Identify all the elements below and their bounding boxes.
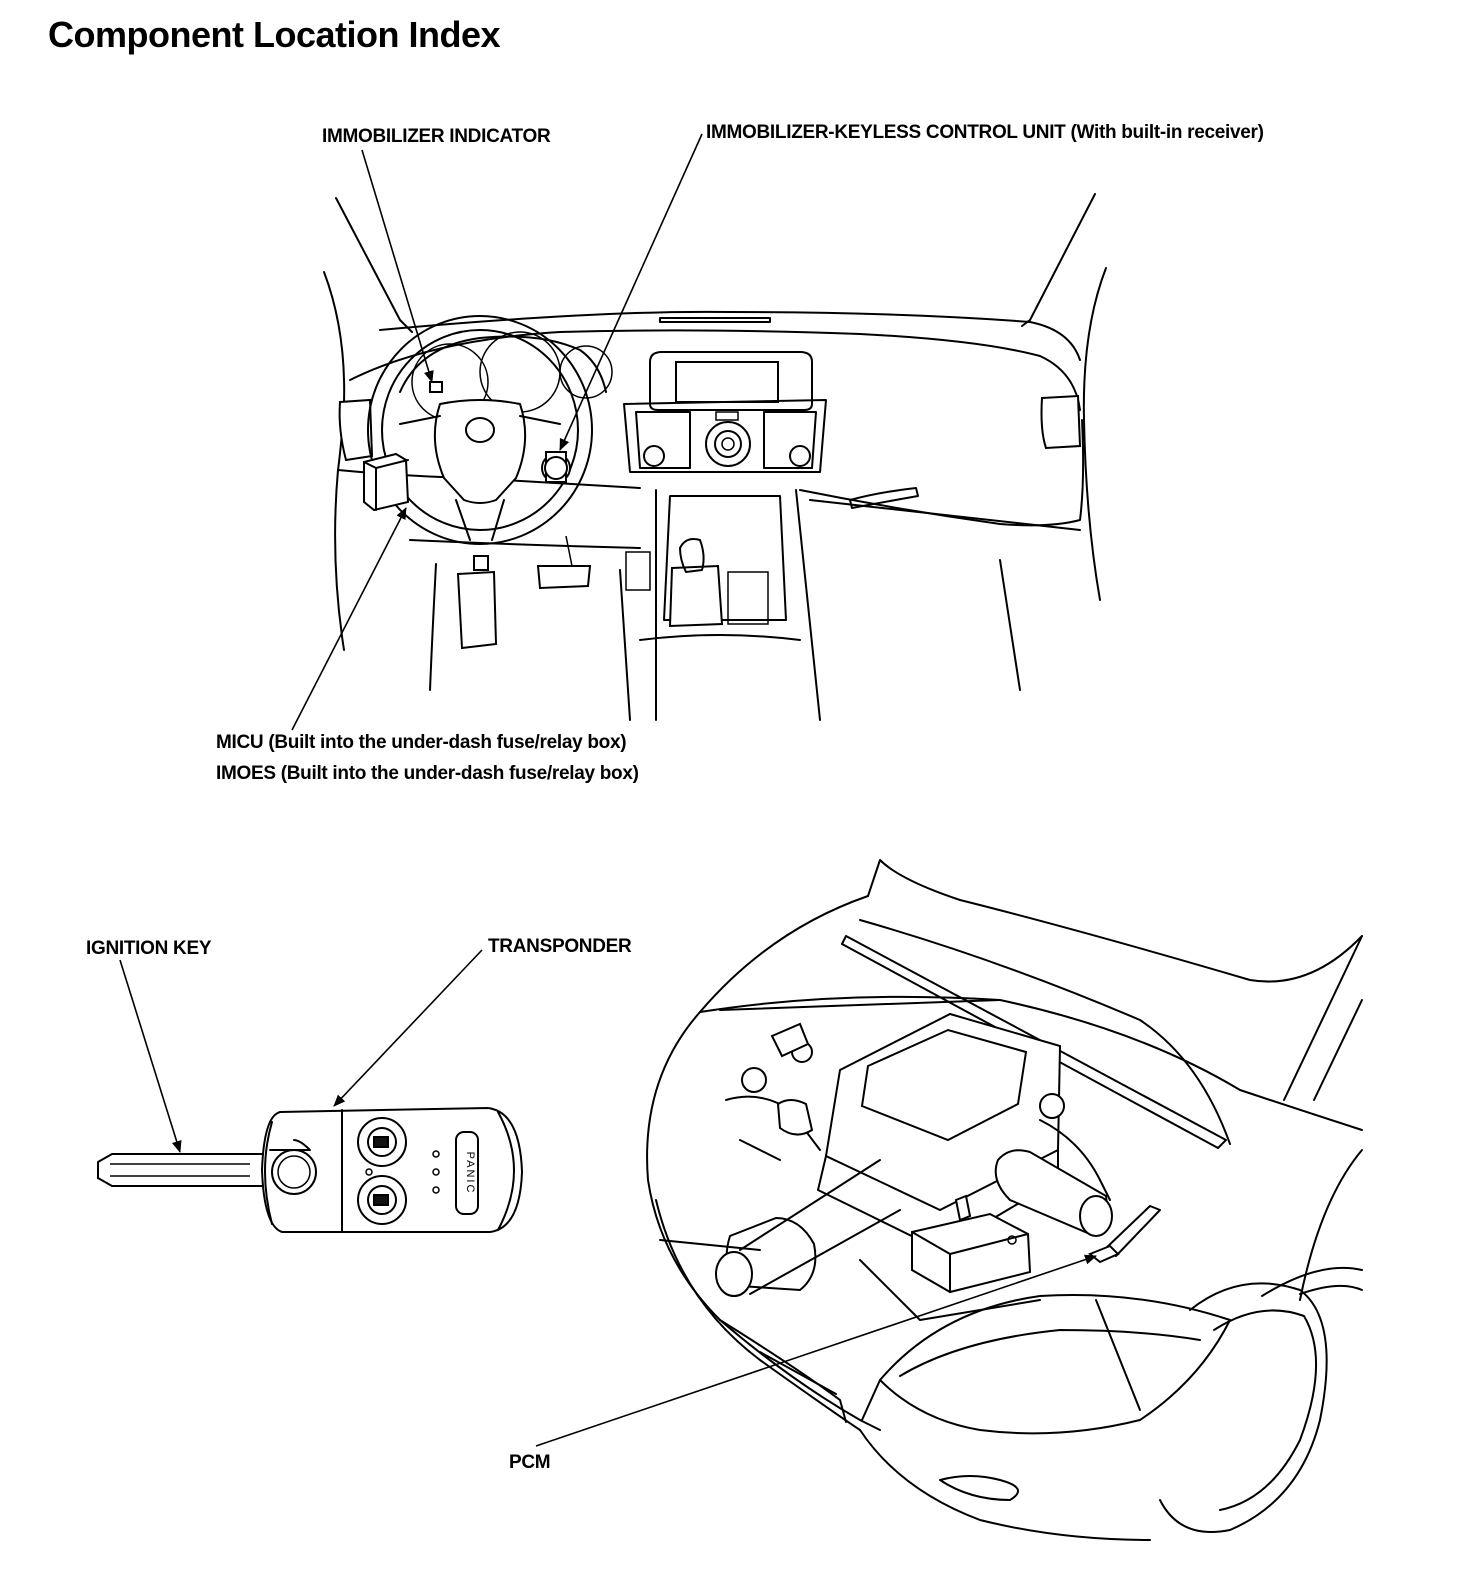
leader-immobilizer-indicator bbox=[361, 149, 434, 383]
label-ignition-key: IGNITION KEY bbox=[86, 938, 212, 959]
leader-micu bbox=[291, 507, 407, 731]
ignition-key-illustration: PANIC bbox=[97, 1106, 524, 1233]
label-micu: MICU (Built into the under-dash fuse/rel… bbox=[216, 732, 627, 753]
label-imoes: IMOES (Built into the under-dash fuse/re… bbox=[216, 763, 639, 784]
leader-control-unit bbox=[559, 133, 703, 451]
label-pcm: PCM bbox=[509, 1452, 551, 1473]
label-immobilizer-indicator: IMMOBILIZER INDICATOR bbox=[322, 126, 551, 147]
label-transponder: TRANSPONDER bbox=[488, 936, 632, 957]
page-title: Component Location Index bbox=[48, 14, 501, 55]
panic-button-label: PANIC bbox=[464, 1152, 476, 1195]
leader-ignition-key bbox=[119, 959, 182, 1153]
dashboard-illustration bbox=[323, 193, 1107, 721]
label-immobilizer-keyless-control-unit: IMMOBILIZER-KEYLESS CONTROL UNIT (With b… bbox=[706, 122, 1264, 143]
engine-bay-illustration bbox=[646, 859, 1363, 1541]
leader-pcm bbox=[535, 1254, 1097, 1447]
leader-transponder bbox=[333, 949, 483, 1107]
